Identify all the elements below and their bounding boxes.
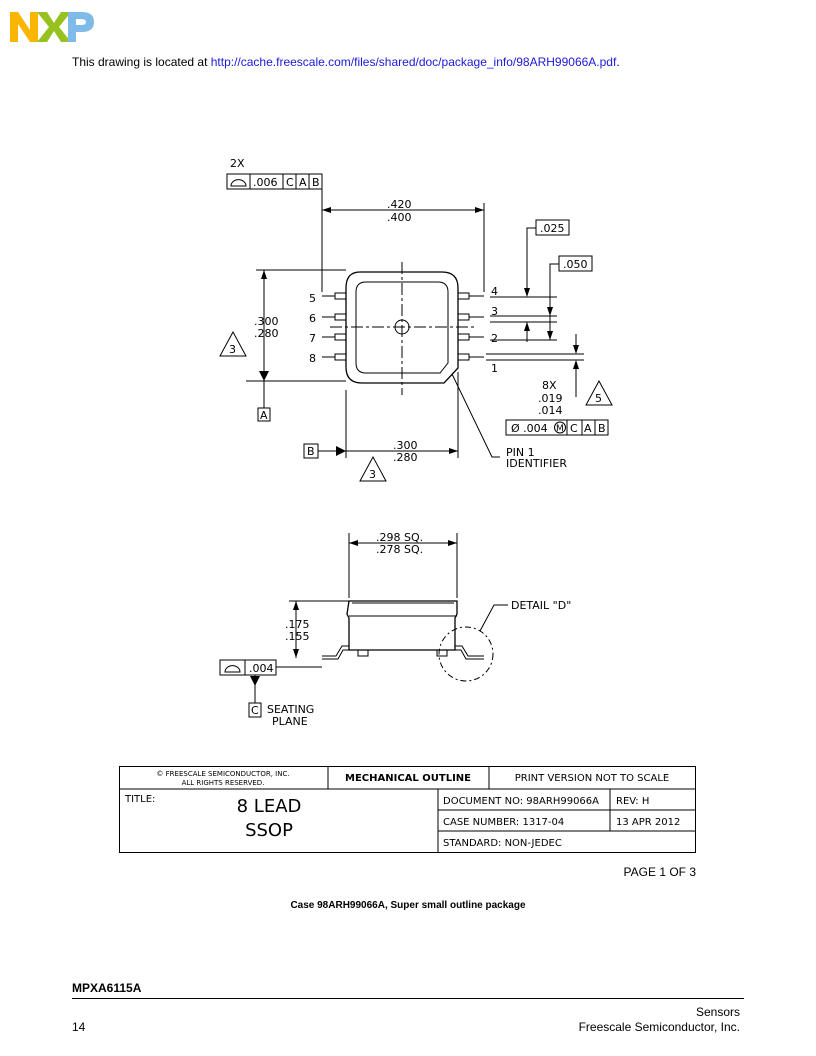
title-block: © FREESCALE SEMICONDUCTOR, INC. ALL RIGH… — [119, 766, 696, 853]
footer-company: Freescale Semiconductor, Inc. — [578, 1020, 740, 1034]
note5-label: 5 — [595, 392, 602, 405]
leads-left — [322, 292, 347, 361]
position-datum-b: B — [598, 422, 606, 435]
fcf-count: 2X — [230, 157, 245, 170]
datum-a-label: A — [260, 409, 268, 422]
lead-width-min: .014 — [538, 404, 563, 417]
logo-p-shape — [68, 12, 94, 42]
case-number: CASE NUMBER: 1317-04 — [443, 817, 564, 828]
copyright-line1: © FREESCALE SEMICONDUCTOR, INC. — [156, 770, 289, 778]
position-tolerance: Ø .004 — [511, 422, 548, 435]
top-fcf-frame — [226, 173, 323, 190]
package-lid-outline — [355, 281, 449, 374]
profile-surface-icon — [230, 179, 247, 187]
note3-label-bottom: 3 — [369, 468, 376, 481]
center-mark — [394, 319, 410, 335]
fcf-tolerance: .006 — [253, 176, 278, 189]
detail-d-circle — [438, 626, 494, 682]
position-datum-a: A — [584, 422, 592, 435]
package-info-link[interactable]: http://cache.freescale.com/files/shared/… — [210, 55, 617, 69]
leads-right — [457, 292, 484, 361]
flatness-tolerance: .004 — [249, 662, 274, 675]
note3-label-left: 3 — [229, 343, 236, 356]
footer-divider — [72, 998, 744, 999]
side-height-max: .175 — [285, 618, 310, 631]
package-body-outline — [345, 271, 459, 384]
title-label: TITLE: — [124, 794, 155, 805]
square-min: .278 SQ. — [376, 543, 423, 556]
fcf-datum-b: B — [312, 176, 320, 189]
note3-triangle-bottom — [359, 455, 387, 482]
notice-suffix: . — [616, 55, 620, 69]
pin-2-label: 2 — [491, 332, 498, 345]
figure-caption: Case 98ARH99066A, Super small outline pa… — [290, 900, 526, 911]
datum-c-label: C — [251, 704, 259, 717]
position-fcf-frame — [505, 419, 609, 436]
pin-4-label: 4 — [491, 285, 498, 298]
print-version-label: PRINT VERSION NOT TO SCALE — [515, 773, 670, 784]
width-min: .400 — [387, 211, 412, 224]
datum-b-label: B — [307, 445, 315, 458]
pin-6-label: 6 — [309, 312, 316, 325]
pin1-label-line2: IDENTIFIER — [506, 457, 567, 470]
copyright-line2: ALL RIGHTS RESERVED. — [182, 779, 265, 787]
nxp-logo — [10, 12, 94, 42]
profile-surface-icon-side — [224, 665, 241, 673]
mechanical-outline-label: MECHANICAL OUTLINE — [345, 773, 471, 784]
detail-d-label: DETAIL "D" — [511, 599, 571, 612]
position-datum-c: C — [570, 422, 578, 435]
seating-plane-line2: PLANE — [272, 715, 308, 728]
footer-right: Sensors Freescale Semiconductor, Inc. — [579, 1005, 740, 1035]
standard: STANDARD: NON-JEDEC — [443, 838, 562, 849]
document-number: DOCUMENT NO: 98ARH99066A — [443, 796, 599, 807]
note3-triangle-left — [219, 330, 247, 357]
fcf-datum-a: A — [299, 176, 307, 189]
mechanical-drawing: 2X .006 C A B .420 .400 .025 .050 5 6 7 … — [219, 157, 613, 728]
drawing-location-notice: This drawing is located at http://cache.… — [72, 55, 620, 69]
datum-c-frame — [248, 702, 262, 718]
revision: REV: H — [616, 796, 649, 807]
part-number: MPXA6115A — [72, 981, 142, 995]
side-lead-left — [322, 645, 349, 660]
pin-5-label: 5 — [309, 292, 316, 305]
logo-n-shape — [10, 12, 38, 42]
width-max: .420 — [387, 198, 412, 211]
datum-a-frame — [257, 407, 271, 422]
pin-3-label: 3 — [491, 305, 498, 318]
pin-7-label: 7 — [309, 332, 316, 345]
dim-025-label: .025 — [540, 222, 565, 235]
logo-x-shape — [37, 12, 71, 42]
pin-8-label: 8 — [309, 352, 316, 365]
page-indicator: PAGE 1 OF 3 — [623, 865, 696, 879]
fcf-datum-c: C — [286, 176, 294, 189]
footer-category: Sensors — [695, 1005, 740, 1019]
footer-page-number: 14 — [72, 1020, 86, 1034]
pin1-label-line1: PIN 1 — [506, 446, 535, 459]
datum-b-frame — [303, 443, 319, 459]
package-title-line1: 8 LEAD — [237, 796, 302, 817]
drawing-date: 13 APR 2012 — [616, 817, 680, 828]
package-title-line2: SSOP — [245, 820, 293, 841]
mmc-modifier: M — [556, 424, 564, 434]
dim-050-label: .050 — [563, 258, 588, 271]
note5-triangle — [585, 379, 613, 406]
square-max: .298 SQ. — [376, 531, 423, 544]
notice-prefix: This drawing is located at — [72, 55, 211, 69]
lead-count: 8X — [542, 379, 557, 392]
height-min: .280 — [254, 327, 279, 340]
side-body-outline — [346, 600, 458, 651]
pin-1-label: 1 — [491, 362, 498, 375]
side-height-min: .155 — [285, 630, 310, 643]
body-width-max: .300 — [393, 439, 418, 452]
height-max: .300 — [254, 315, 279, 328]
lead-width-max: .019 — [538, 392, 563, 405]
seating-plane-line1: SEATING — [267, 703, 314, 716]
side-lead-right — [455, 645, 484, 660]
body-width-min: .280 — [393, 451, 418, 464]
